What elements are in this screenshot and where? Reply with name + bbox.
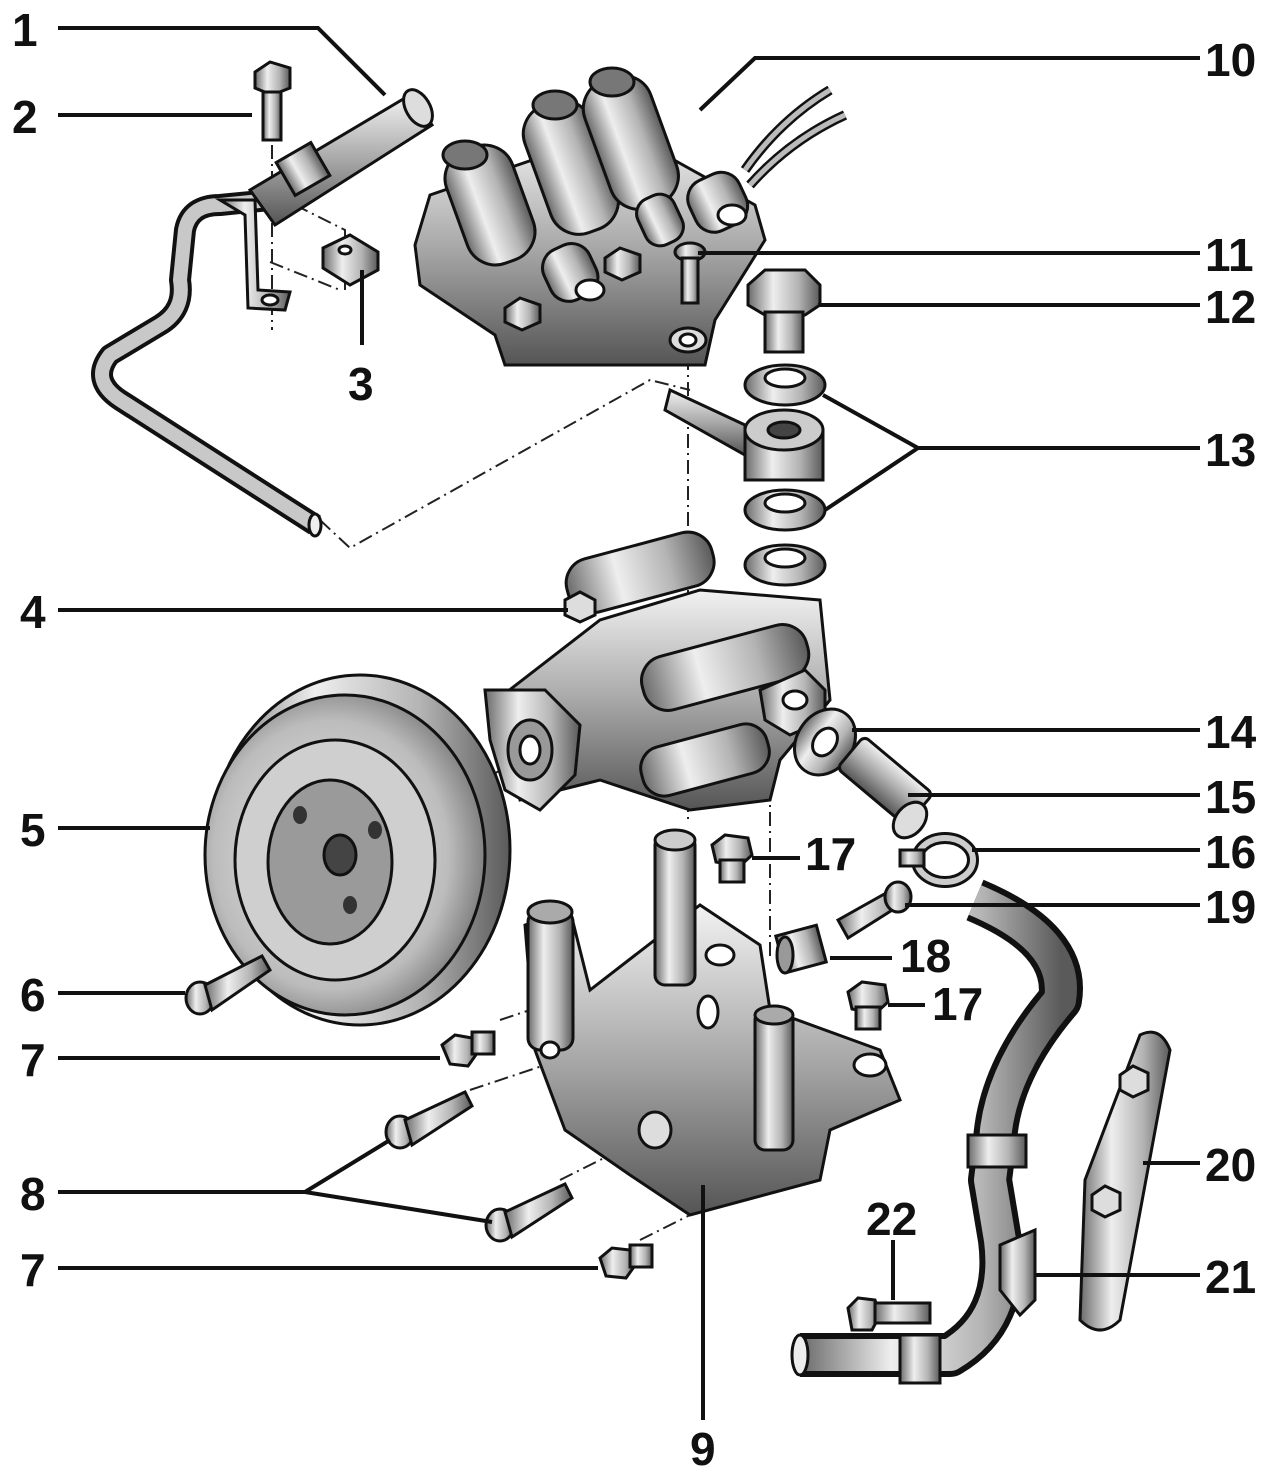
callout-1: 1 — [12, 4, 38, 56]
washers-banjo-13 — [663, 363, 827, 587]
callout-11: 11 — [1205, 229, 1254, 281]
bushing-18 — [773, 923, 829, 975]
callout-16: 16 — [1205, 826, 1256, 878]
return-hose-pipe — [790, 879, 1083, 1385]
callout-2: 2 — [12, 91, 38, 143]
callout-17-upper: 17 — [805, 828, 856, 880]
callout-15: 15 — [1205, 771, 1256, 823]
callout-10: 10 — [1205, 34, 1256, 86]
bolt-19 — [835, 880, 913, 941]
callout-8: 8 — [20, 1168, 46, 1220]
mounting-bracket-20 — [1078, 1030, 1172, 1332]
plug-17-upper — [710, 833, 754, 884]
callout-7-lower: 7 — [20, 1244, 46, 1296]
callout-18: 18 — [900, 930, 951, 982]
bracket-bolts-8 — [384, 1090, 574, 1243]
screw-11 — [673, 241, 707, 305]
callout-13: 13 — [1205, 424, 1256, 476]
pipe-clip-21 — [998, 1227, 1037, 1318]
hose-clamp-16 — [898, 832, 979, 888]
callout-7-upper: 7 — [20, 1034, 46, 1086]
callout-21: 21 — [1205, 1251, 1256, 1303]
callout-3: 3 — [348, 358, 374, 410]
leader-lines — [58, 26, 1200, 1420]
callout-numbers: 1 2 3 4 5 6 7 7 8 9 10 11 12 13 14 15 16… — [12, 4, 1257, 1475]
union-fitting-15 — [837, 736, 933, 840]
callout-12: 12 — [1205, 281, 1256, 333]
pulley-5 — [203, 673, 512, 1027]
bolt-22 — [846, 1296, 932, 1332]
callout-20: 20 — [1205, 1139, 1256, 1191]
bracket-bolt-7-lower — [598, 1243, 654, 1280]
callout-19: 19 — [1205, 881, 1256, 933]
callout-17-lower: 17 — [932, 978, 983, 1030]
callout-9: 9 — [690, 1423, 716, 1475]
callout-6: 6 — [20, 969, 46, 1021]
bracket-bolt-7-upper — [440, 1030, 496, 1068]
pressure-pipe-1 — [91, 88, 435, 538]
washer-14 — [793, 707, 857, 777]
bracket-bolt-2 — [253, 60, 292, 142]
callout-5: 5 — [20, 804, 46, 856]
banjo-bolt-12 — [746, 268, 822, 354]
callout-4: 4 — [20, 586, 46, 638]
plate-nut-3 — [321, 233, 380, 287]
callout-14: 14 — [1205, 706, 1257, 758]
plug-17-lower — [846, 980, 890, 1031]
pump-bracket-9 — [523, 828, 902, 1217]
ignition-coil-10 — [413, 66, 848, 367]
callout-22: 22 — [866, 1193, 917, 1245]
pulley-bolt-6 — [184, 954, 272, 1016]
